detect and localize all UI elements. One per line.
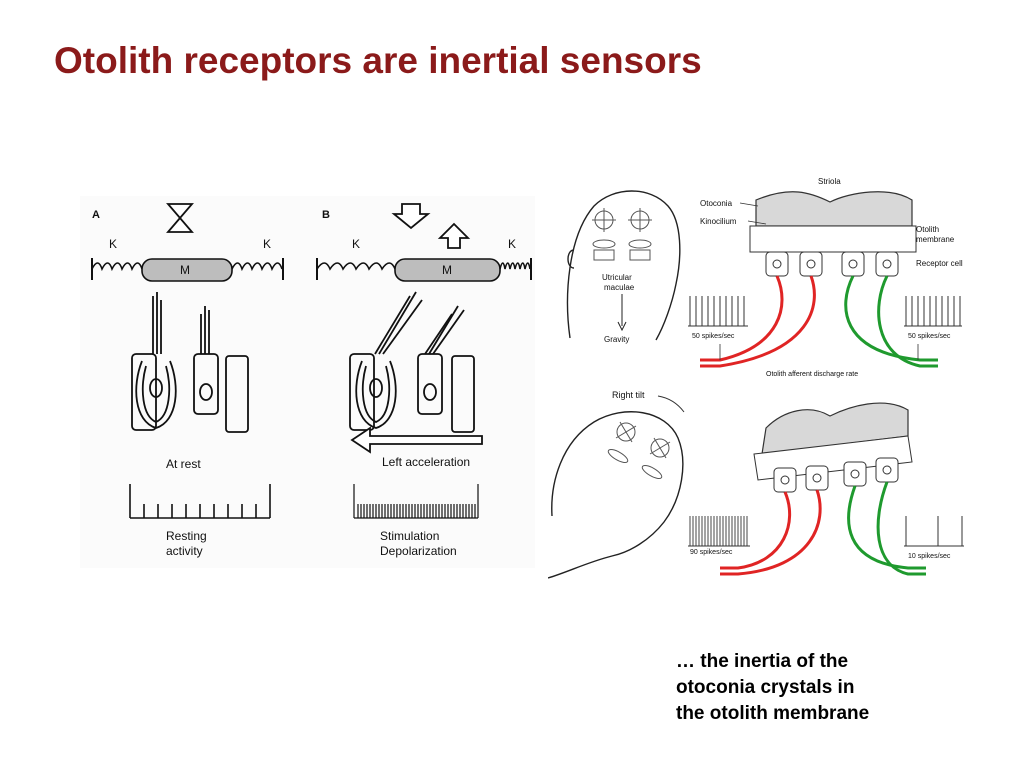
membrane-label-2: membrane [916, 235, 955, 244]
panel-a-k-left: K [109, 237, 117, 251]
otolith-membrane [749, 225, 917, 253]
spike-train-right-10 [904, 516, 964, 547]
otoconia-label: Otoconia [700, 199, 733, 208]
panel-a-mass: M [180, 263, 190, 277]
rate-left-bottom: 90 spikes/sec [690, 549, 733, 556]
hair-cells-at-rest [131, 292, 249, 433]
utricular-label-1: Utricular [602, 273, 632, 282]
gravity-arrow-icon [617, 321, 627, 332]
hair-cells-accelerated [349, 291, 475, 433]
opposing-arrows-icon [166, 203, 194, 233]
head-outline [566, 190, 681, 341]
stimulated-spike-train [353, 484, 479, 519]
mass-block-b [394, 258, 501, 282]
receptor-cells-tilted [773, 457, 899, 493]
membrane-label-1: Otolith [916, 225, 939, 234]
discharge-label: Otolith afferent discharge rate [766, 371, 858, 378]
otolith-tilt-figure: Right tilt 90 spikes/sec 10 spikes/sec [548, 390, 964, 579]
otolith-upright-figure: Utricular maculae Gravity Striola Otocon… [566, 177, 963, 378]
panel-b-arrow-label: Left acceleration [382, 455, 470, 469]
gravity-label: Gravity [604, 335, 629, 344]
tilted-utricle-icons [607, 421, 671, 479]
spring-mass-figure: A K K M At rest Resting activity B K K [80, 196, 535, 568]
afferent-fibers [700, 275, 938, 368]
resting-spike-train [129, 484, 271, 519]
spike-train-left-90 [688, 516, 750, 547]
striola-label: Striola [818, 177, 841, 186]
caption-line-3: the otolith membrane [676, 703, 870, 724]
spike-train-right-50 [904, 296, 962, 327]
panel-b-k-left: K [352, 237, 360, 251]
rate-right-top: 50 spikes/sec [908, 333, 951, 340]
panel-b-k-right: K [508, 237, 516, 251]
otoconia-mass [755, 191, 913, 227]
panel-a-state: At rest [166, 457, 201, 471]
kinocilium-label: Kinocilium [700, 217, 737, 226]
spring-left-stretched [316, 262, 396, 271]
mass-block [141, 258, 233, 282]
left-acceleration-arrow-icon [350, 426, 483, 454]
down-arrow-icon [391, 203, 431, 230]
slide-title: Otolith receptors are inertial sensors [54, 40, 702, 81]
rate-left-top: 50 spikes/sec [692, 333, 735, 340]
receptor-cells [765, 251, 899, 277]
afferent-fibers-tilted [720, 481, 926, 576]
panel-a-letter: A [92, 209, 100, 221]
panel-a-k-right: K [263, 237, 271, 251]
otoconia-mass-tilted [761, 402, 909, 455]
spring-right-compressed [499, 262, 531, 270]
panel-b-activity-2: Depolarization [380, 544, 457, 558]
receptor-cell-label: Receptor cell [916, 259, 963, 268]
spring-right [231, 262, 283, 272]
caption-line-1: … the inertia of the [676, 651, 849, 672]
tilted-head-outline [548, 411, 684, 579]
spike-train-left-50 [688, 296, 748, 327]
rate-right-bottom: 10 spikes/sec [908, 553, 951, 560]
utricular-label-2: maculae [604, 283, 635, 292]
panel-b-activity-1: Stimulation [380, 529, 439, 543]
panel-b-mass: M [442, 263, 452, 277]
caption: … the inertia of the otoconia crystals i… [676, 649, 956, 727]
tilt-arrow-icon [657, 395, 685, 413]
up-arrow-icon [437, 222, 471, 249]
utricle-icons [592, 208, 652, 261]
right-tilt-label: Right tilt [612, 390, 645, 400]
panel-a-activity-1: Resting [166, 529, 207, 543]
spring-left [91, 262, 143, 272]
caption-line-2: otoconia crystals in [676, 677, 855, 698]
panel-a-activity-2: activity [166, 544, 203, 558]
panel-b-letter: B [322, 209, 330, 221]
